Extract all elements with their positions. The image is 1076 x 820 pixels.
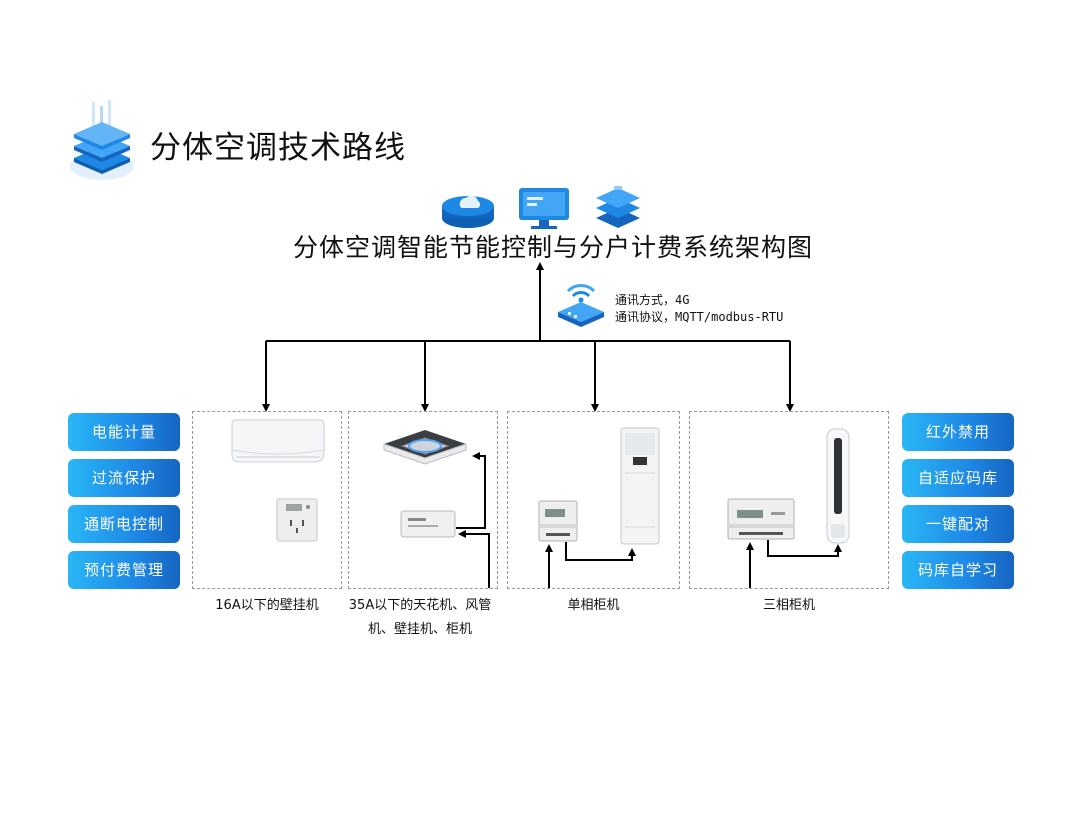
floor-standing-ac-icon xyxy=(620,427,660,545)
comm-info: 通讯方式，4G 通讯协议，MQTT/modbus-RTU xyxy=(615,292,783,326)
feature-ir-disable: 红外禁用 xyxy=(902,413,1014,451)
ceiling-cassette-ac-icon xyxy=(383,430,467,465)
caption-ceiling-unit-line2: 机、壁挂机、柜机 xyxy=(367,622,472,637)
three-phase-meter-icon xyxy=(727,498,795,540)
single-phase-meter-icon xyxy=(538,500,578,542)
caption-ceiling-unit: 35A以下的天花机、风管 机、壁挂机、柜机 xyxy=(330,594,510,642)
socket-panel-icon xyxy=(276,498,318,542)
comm-method: 通讯方式，4G xyxy=(615,293,690,307)
monitor-icon xyxy=(519,188,569,229)
meter-wire-2 xyxy=(767,540,842,557)
feature-energy-metering: 电能计量 xyxy=(68,413,180,451)
caption-ceiling-unit-line1: 35A以下的天花机、风管 xyxy=(348,598,492,613)
comm-protocol: 通讯协议，MQTT/modbus-RTU xyxy=(615,310,784,324)
wall-ac-icon xyxy=(231,419,325,463)
meter-wire-1 xyxy=(565,542,636,561)
feature-prepaid-management: 预付费管理 xyxy=(68,551,180,589)
stack-logo-icon xyxy=(70,100,134,180)
controller-module-icon xyxy=(400,510,456,538)
controller-wire-1 xyxy=(456,452,486,529)
device-box-three-phase xyxy=(689,411,889,589)
cloud-database-icon xyxy=(442,195,494,228)
tower-ac-icon xyxy=(826,428,850,544)
feature-one-key-pairing: 一键配对 xyxy=(902,505,1014,543)
page-title: 分体空调技术路线 xyxy=(150,130,406,166)
feature-power-control: 通断电控制 xyxy=(68,505,180,543)
diagram-title: 分体空调智能节能控制与分户计费系统架构图 xyxy=(292,233,813,262)
feature-adaptive-codebase: 自适应码库 xyxy=(902,459,1014,497)
caption-single-phase: 单相柜机 xyxy=(567,598,620,613)
device-box-single-phase xyxy=(507,411,680,589)
router-wifi-icon xyxy=(558,284,604,327)
caption-three-phase: 三相柜机 xyxy=(762,598,815,613)
device-box-wall-unit xyxy=(192,411,342,589)
feature-codebase-self-learning: 码库自学习 xyxy=(902,551,1014,589)
server-stack-icon xyxy=(596,186,640,228)
device-box-ceiling-unit xyxy=(348,411,498,589)
controller-wire-2 xyxy=(458,530,490,588)
caption-wall-unit: 16A以下的壁挂机 xyxy=(215,598,319,613)
feature-overcurrent-protection: 过流保护 xyxy=(68,459,180,497)
